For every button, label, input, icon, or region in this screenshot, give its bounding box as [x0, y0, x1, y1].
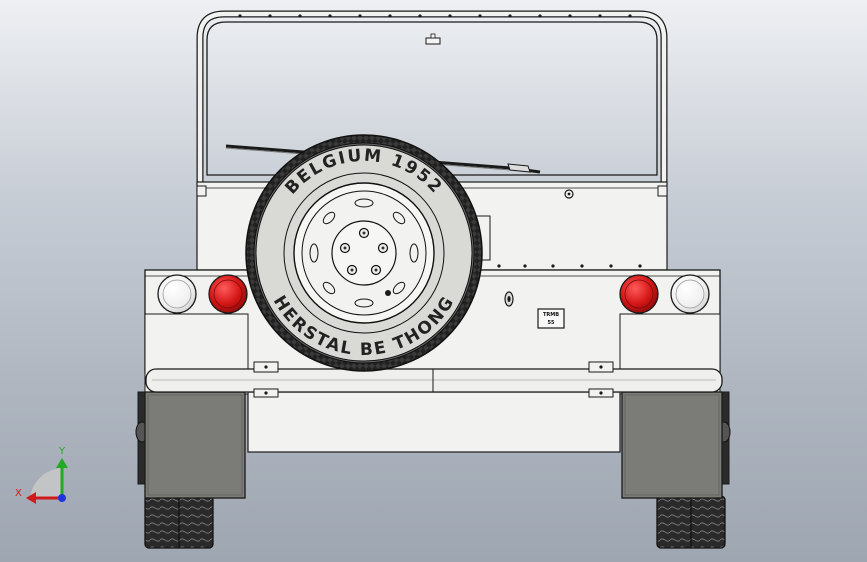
coordinate-triad[interactable]: Y X: [15, 446, 68, 504]
left-rear-wheel: [135, 391, 214, 549]
windshield-frame: [196, 10, 668, 190]
z-axis-dot: [58, 494, 66, 502]
x-axis-label: X: [15, 488, 22, 499]
plate-line1: TRMB: [543, 312, 559, 318]
left-mudflap: [144, 391, 246, 499]
rear-bumper: [145, 361, 723, 398]
spare-rim: [293, 182, 435, 324]
left-tail-lamps: [157, 274, 248, 314]
right-mudflap: [621, 391, 723, 499]
license-plate: TRMB 55: [537, 308, 565, 329]
y-axis-label: Y: [58, 446, 66, 457]
right-tail-lamps: [619, 274, 710, 314]
plate-line2: 55: [548, 320, 555, 326]
